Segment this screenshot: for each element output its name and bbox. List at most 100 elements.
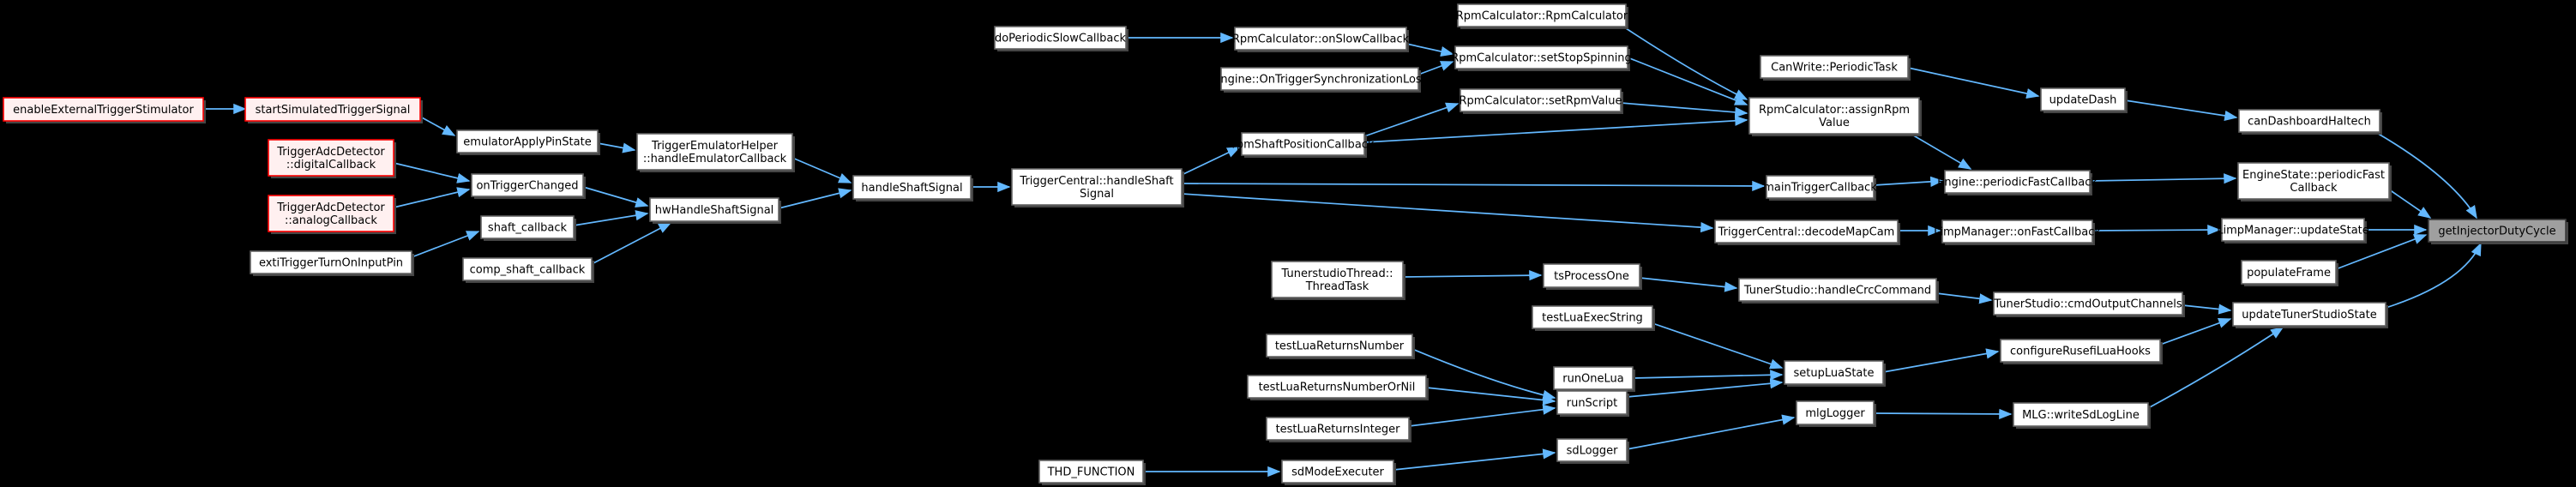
node-box[interactable]: [1266, 417, 1410, 441]
node-getInjectorDutyCycle[interactable]: getInjectorDutyCycle: [2428, 219, 2568, 244]
node-runScript[interactable]: runScript: [1556, 390, 1629, 417]
node-box[interactable]: [1532, 305, 1653, 329]
node-box[interactable]: [2237, 162, 2390, 200]
node-TunerStudio::handleCrcCommand[interactable]: TunerStudio::handleCrcCommand: [1738, 278, 1939, 304]
node-box[interactable]: [2428, 219, 2567, 243]
node-box[interactable]: [1738, 278, 1937, 302]
node-box[interactable]: [2000, 339, 2161, 363]
node-box[interactable]: [2232, 302, 2386, 327]
node-box[interactable]: [1038, 460, 1144, 484]
node-box[interactable]: [1247, 375, 1427, 399]
node-shaft_callback[interactable]: shaft_callback: [480, 215, 576, 241]
node-testLuaReturnsInteger[interactable]: testLuaReturnsInteger: [1266, 417, 1411, 442]
node-box[interactable]: [636, 133, 793, 171]
node-box[interactable]: [1941, 219, 2093, 244]
node-mlgLogger[interactable]: mlgLogger: [1796, 400, 1876, 427]
node-RpmCalculator::RpmCalculator[interactable]: RpmCalculator::RpmCalculator: [1456, 3, 1628, 29]
node-handleShaftSignal[interactable]: handleShaftSignal: [852, 175, 973, 201]
node-box[interactable]: [471, 173, 584, 197]
node-box[interactable]: [1271, 261, 1404, 298]
node-TriggerAdcDetector::digitalCallback[interactable]: TriggerAdcDetector::digitalCallback: [268, 139, 396, 178]
node-box[interactable]: [1714, 219, 1899, 244]
node-box[interactable]: [1766, 175, 1875, 199]
node-TriggerCentral::handleShaftSignal[interactable]: TriggerCentral::handleShaftSignal: [1011, 168, 1184, 207]
node-box[interactable]: [649, 197, 779, 222]
node-box[interactable]: [1748, 97, 1920, 135]
node-LimpManager::updateState[interactable]: LimpManager::updateState: [2217, 218, 2369, 244]
node-LimpManager::onFastCallback[interactable]: LimpManager::onFastCallback: [1934, 219, 2101, 245]
node-box[interactable]: [1011, 168, 1183, 206]
node-doPeriodicSlowCallback[interactable]: doPeriodicSlowCallback: [994, 26, 1129, 51]
node-onTriggerChanged[interactable]: onTriggerChanged: [471, 173, 586, 199]
node-box[interactable]: [1993, 292, 2183, 316]
node-Engine::OnTriggerSynchronizationLost[interactable]: Engine::OnTriggerSynchronizationLost: [1213, 67, 1426, 93]
node-box[interactable]: [1556, 390, 1628, 415]
node-setupLuaState[interactable]: setupLuaState: [1784, 360, 1886, 387]
node-box[interactable]: [480, 215, 575, 239]
node-populateFrame[interactable]: populateFrame: [2241, 260, 2338, 286]
node-box[interactable]: [1234, 27, 1407, 51]
node-box[interactable]: [250, 250, 412, 274]
node-testLuaReturnsNumberOrNil[interactable]: testLuaReturnsNumberOrNil: [1247, 375, 1429, 400]
node-TunerstudioThread::ThreadTask[interactable]: TunerstudioThread::ThreadTask: [1271, 261, 1405, 300]
node-box[interactable]: [1266, 334, 1413, 358]
node-rpmShaftPositionCallback[interactable]: rpmShaftPositionCallback: [1232, 132, 1375, 158]
node-THD_FUNCTION[interactable]: THD_FUNCTION: [1038, 460, 1146, 485]
node-box[interactable]: [1760, 55, 1909, 79]
node-TriggerEmulatorHelper::handleEmulatorCallback[interactable]: TriggerEmulatorHelper::handleEmulatorCal…: [636, 133, 795, 172]
node-box[interactable]: [3, 97, 204, 122]
node-box[interactable]: [2241, 260, 2337, 285]
node-runOneLua[interactable]: runOneLua: [1553, 366, 1635, 392]
node-configureRusefiLuaHooks[interactable]: configureRusefiLuaHooks: [2000, 339, 2163, 364]
node-updateTunerStudioState[interactable]: updateTunerStudioState: [2232, 302, 2388, 328]
node-emulatorApplyPinState[interactable]: emulatorApplyPinState: [456, 129, 600, 155]
node-updateDash[interactable]: updateDash: [2040, 87, 2128, 113]
node-box[interactable]: [852, 175, 972, 200]
node-box[interactable]: [1784, 360, 1884, 385]
node-EngineState::periodicFastCallback[interactable]: EngineState::periodicFastCallback: [2237, 162, 2392, 201]
node-RpmCalculator::setRpmValue[interactable]: RpmCalculator::setRpmValue: [1459, 88, 1623, 114]
node-box[interactable]: [1460, 88, 1622, 112]
node-box[interactable]: [1457, 3, 1627, 27]
node-sdModeExecuter[interactable]: sdModeExecuter: [1281, 460, 1396, 485]
node-testLuaExecString[interactable]: testLuaExecString: [1532, 305, 1655, 331]
node-TriggerAdcDetector::analogCallback[interactable]: TriggerAdcDetector::analogCallback: [268, 195, 396, 234]
node-box[interactable]: [1556, 438, 1628, 462]
node-TriggerCentral::decodeMapCam[interactable]: TriggerCentral::decodeMapCam: [1714, 219, 1900, 245]
node-comp_shaft_callback[interactable]: comp_shaft_callback: [462, 257, 594, 283]
node-box[interactable]: [994, 26, 1127, 50]
node-box[interactable]: [462, 257, 593, 281]
node-sdLogger[interactable]: sdLogger: [1556, 438, 1629, 464]
node-box[interactable]: [456, 129, 599, 153]
node-box[interactable]: [1241, 132, 1365, 156]
node-mainTriggerCallback[interactable]: mainTriggerCallback: [1763, 175, 1877, 201]
node-box[interactable]: [2221, 218, 2365, 242]
node-box[interactable]: [2238, 109, 2380, 133]
node-box[interactable]: [268, 195, 394, 232]
node-box[interactable]: [1543, 263, 1640, 288]
node-canDashboardHaltech[interactable]: canDashboardHaltech: [2238, 109, 2382, 135]
node-tsProcessOne[interactable]: tsProcessOne: [1543, 263, 1642, 290]
node-TunerStudio::cmdOutputChannels[interactable]: TunerStudio::cmdOutputChannels: [1993, 292, 2185, 317]
node-box[interactable]: [244, 97, 421, 122]
node-box[interactable]: [1454, 45, 1628, 69]
node-hwHandleShaftSignal[interactable]: hwHandleShaftSignal: [649, 197, 781, 224]
node-RpmCalculator::setStopSpinning[interactable]: RpmCalculator::setStopSpinning: [1451, 45, 1632, 71]
node-box[interactable]: [2013, 402, 2149, 427]
node-CanWrite::PeriodicTask[interactable]: CanWrite::PeriodicTask: [1760, 55, 1911, 81]
node-MLG::writeSdLogLine[interactable]: MLG::writeSdLogLine: [2013, 402, 2151, 429]
node-enableExternalTriggerStimulator[interactable]: enableExternalTriggerStimulator: [3, 97, 206, 123]
node-extiTriggerTurnOnInputPin[interactable]: extiTriggerTurnOnInputPin: [250, 250, 414, 276]
node-RpmCalculator::onSlowCallback[interactable]: RpmCalculator::onSlowCallback: [1232, 27, 1410, 52]
node-box[interactable]: [1944, 170, 2091, 194]
node-box[interactable]: [1796, 400, 1875, 425]
node-box[interactable]: [1553, 366, 1634, 390]
node-box[interactable]: [268, 139, 394, 177]
node-box[interactable]: [1281, 460, 1394, 484]
node-testLuaReturnsNumber[interactable]: testLuaReturnsNumber: [1266, 334, 1415, 359]
node-Engine::periodicFastCallback[interactable]: Engine::periodicFastCallback: [1937, 170, 2098, 195]
node-box[interactable]: [1220, 67, 1419, 91]
node-box[interactable]: [2040, 87, 2126, 111]
node-startSimulatedTriggerSignal[interactable]: startSimulatedTriggerSignal: [244, 97, 423, 123]
